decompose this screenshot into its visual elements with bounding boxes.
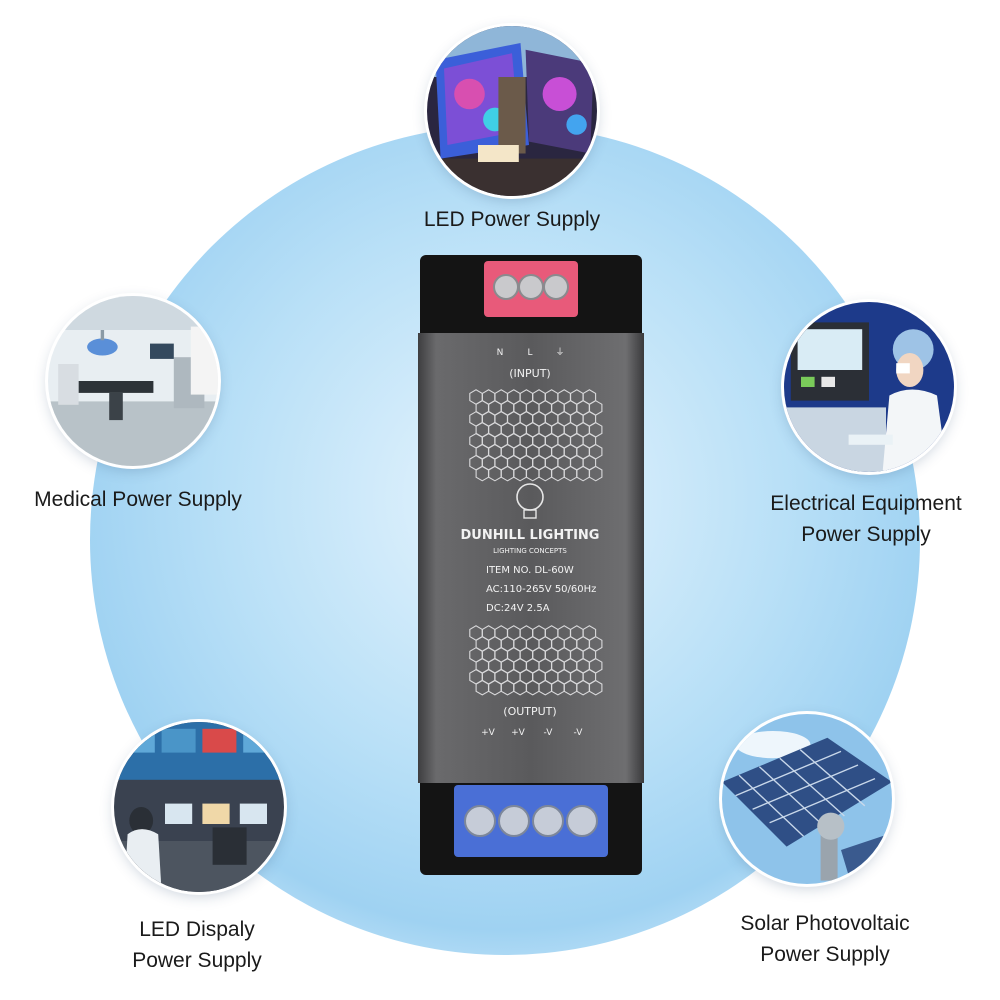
label-electrical-equipment-power-supply: Electrical Equipment Power Supply — [732, 488, 1000, 550]
label-line: Solar Photovoltaic — [740, 912, 910, 935]
aluminium-housing — [418, 333, 644, 783]
control-room-monitors-photo — [114, 722, 284, 892]
screw-icon — [464, 805, 496, 837]
screw-icon — [532, 805, 564, 837]
output-terminal-label: -V — [574, 728, 584, 738]
dc-output-spec: DC:24V 2.5A — [486, 603, 550, 614]
screw-icon — [543, 274, 569, 300]
input-screws — [493, 274, 569, 300]
vent-hole — [588, 465, 603, 482]
operating-room-photo — [48, 296, 218, 466]
vent-hole — [588, 679, 603, 696]
screw-icon — [566, 805, 598, 837]
solar-panel-photo — [722, 714, 892, 884]
label-line: Electrical Equipment — [770, 492, 962, 515]
led-screen-building-photo — [427, 26, 597, 196]
led-driver-illustration: N L ⏚ (INPUT) DUNHILL LIGHTING LIGHTING … — [418, 255, 644, 875]
label-line: LED Dispaly — [139, 918, 255, 941]
led-driver-product: N L ⏚ (INPUT) DUNHILL LIGHTING LIGHTING … — [418, 255, 644, 875]
label-line: Power Supply — [760, 943, 890, 966]
output-terminal-label: +V — [481, 728, 496, 738]
input-terminal-n: N — [497, 348, 504, 358]
output-terminal-label: +V — [511, 728, 526, 738]
screw-icon — [498, 805, 530, 837]
vent-grille-bottom — [469, 625, 603, 696]
label-line: Power Supply — [132, 949, 262, 972]
label-medical-power-supply: Medical Power Supply — [8, 484, 268, 515]
label-solar-photovoltaic-power-supply: Solar Photovoltaic Power Supply — [700, 908, 950, 970]
input-label: (INPUT) — [509, 367, 550, 380]
output-screws — [464, 805, 598, 837]
bulb-logo-icon — [516, 483, 544, 519]
ac-input-spec: AC:110-265V 50/60Hz — [486, 584, 596, 595]
label-line: LED Power Supply — [423, 208, 601, 231]
screw-icon — [493, 274, 519, 300]
screw-icon — [518, 274, 544, 300]
output-terminal-label: -V — [544, 728, 554, 738]
label-led-display-power-supply: LED Dispaly Power Supply — [82, 914, 312, 976]
vent-grille-top — [469, 389, 603, 482]
item-number: ITEM NO. DL-60W — [486, 565, 574, 576]
output-terminal-block — [454, 785, 608, 857]
control-panel-operator-photo — [784, 302, 954, 472]
input-terminal-l: L — [527, 348, 532, 358]
label-line: Power Supply — [801, 523, 931, 546]
brand-tagline: LIGHTING CONCEPTS — [493, 547, 567, 555]
brand-name: DUNHILL LIGHTING — [461, 528, 600, 543]
input-terminal-ground: ⏚ — [555, 347, 564, 358]
label-led-power-supply: LED Power Supply — [362, 204, 662, 235]
output-label: (OUTPUT) — [503, 705, 556, 718]
label-line: Medical Power Supply — [34, 488, 242, 511]
